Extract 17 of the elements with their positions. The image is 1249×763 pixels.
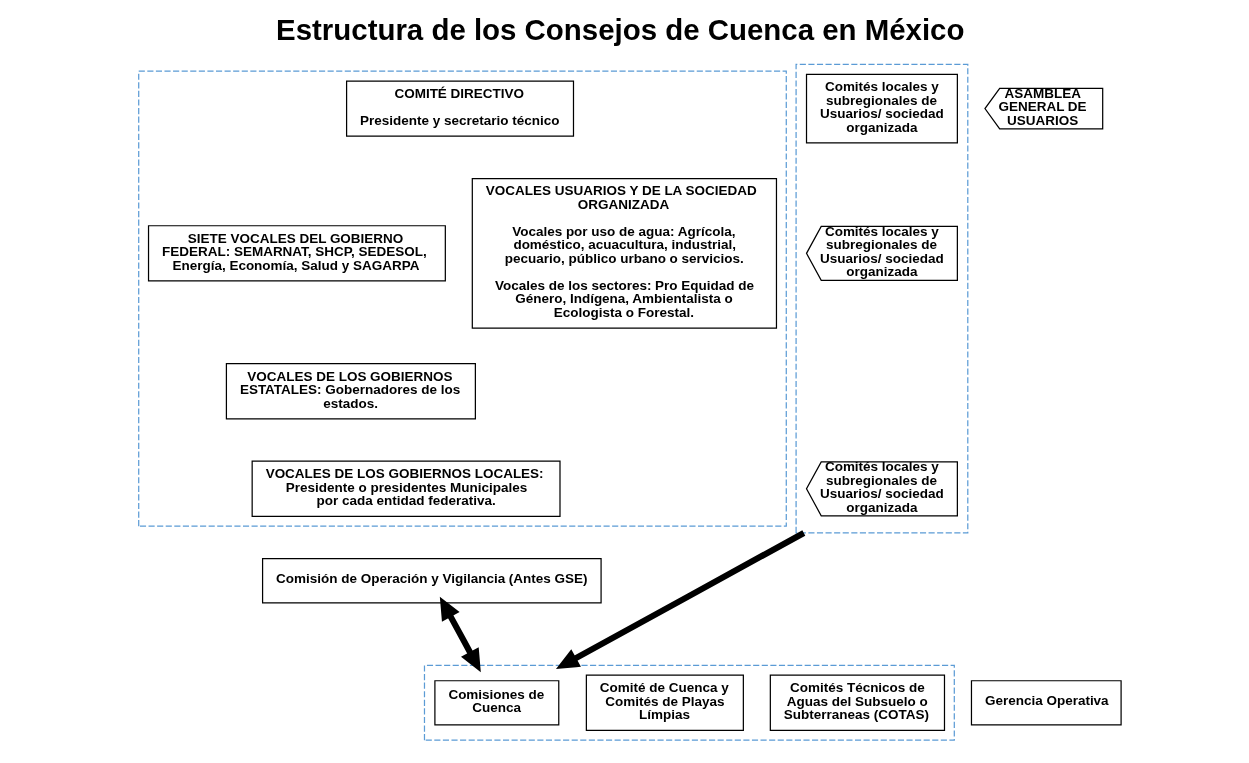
node-box: Comités Técnicos de Aguas del Subsuelo o Subterraneas (COTAS) xyxy=(769,674,945,732)
cluster xyxy=(794,63,968,534)
arrow xyxy=(439,596,481,673)
diagram-title: Estructura de los Consejos de Cuenca en México xyxy=(275,13,964,47)
cluster xyxy=(423,664,955,741)
node-box: VOCALES DE LOS GOBIERNOS ESTATALES: Gobernadores de los estados. xyxy=(225,363,476,420)
cluster xyxy=(137,70,787,527)
node-box: VOCALES DE LOS GOBIERNOS LOCALES: Presidente o presidentes Municipales por cada entidad federativa. xyxy=(251,460,561,518)
arrow xyxy=(555,530,805,670)
node-box: Comité de Cuenca y Comités de Playas Límpias xyxy=(585,674,744,732)
node-box: Comisiones de Cuenca xyxy=(433,680,559,726)
node-box: Comisión de Operación y Vigilancia (Antes GSE) xyxy=(261,558,602,604)
node-box: Gerencia Operativa xyxy=(970,680,1122,726)
node-box: COMITÉ DIRECTIVO Presidente y secretario técnico xyxy=(345,80,574,137)
node-box: Comités locales y subregionales de Usuarios/ sociedad organizada xyxy=(805,73,958,144)
node-box: VOCALES USUARIOS Y DE LA SOCIEDAD ORGANIZADA Vocales por uso de agua: Agrícola, doméstico, acuacultura, industrial, pecuario, público urbano o servicios. Vocales de los sectores: Pro Equidad de Género, Indígena, Ambientalista o Ecologista o Forestal. xyxy=(471,177,777,329)
node-box: SIETE VOCALES DEL GOBIERNO FEDERAL: SEMARNAT, SHCP, SEDESOL, Energía, Economía, Salud y SAGARPA xyxy=(147,225,446,282)
